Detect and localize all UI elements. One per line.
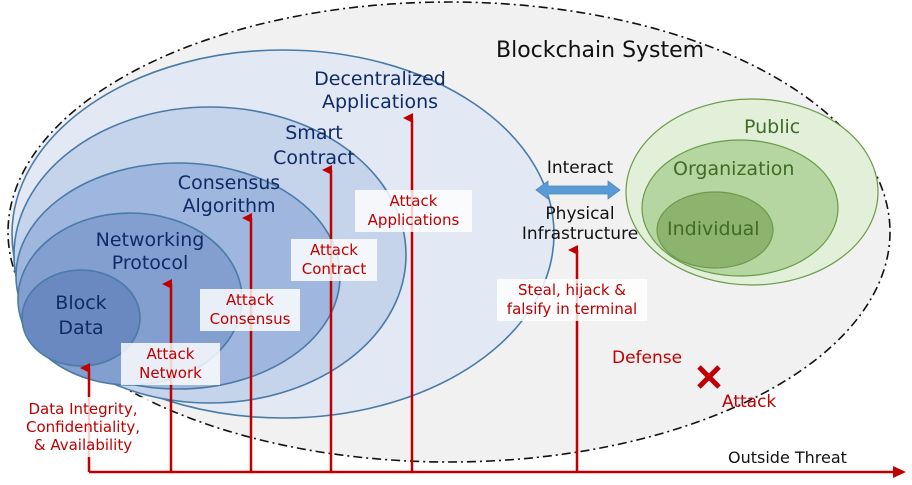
layer-label-line: Decentralized [314,68,446,90]
layer-label-line: Algorithm [182,194,276,217]
attack-label-line: Consensus [209,309,291,328]
layer-label-line: Consensus [177,172,281,194]
layer-label-block-data: Block Data [44,291,118,340]
layer-label-line: Contract [273,146,355,169]
attack-label-line: Attack [389,192,438,210]
layer-label-smart-contract: Smart Contract [264,121,364,170]
diagram-title: Blockchain System [496,38,705,63]
layer-label-line: Smart [285,122,343,144]
interact-double-arrow-icon [535,180,621,200]
layer-label-line: Block [55,292,107,314]
outside-threat-arrowhead-icon [893,466,906,478]
layer-label-consensus-algorithm: Consensus Algorithm [166,172,292,218]
attack-label: Attack [722,392,777,412]
layer-label-networking-protocol: Networking Protocol [84,229,216,275]
attack-label-line: Steal, hijack & [518,281,626,299]
infra-label-line: Physical [545,204,615,224]
people-label-organization: Organization [673,158,795,180]
layer-label-decentralized-applications: Decentralized Applications [306,68,454,114]
attack-label-line: Contract [301,259,367,278]
physical-infrastructure-label: Physical Infrastructure [510,204,650,245]
layer-label-line: Networking [95,229,205,251]
attack-box-terminal: Steal, hijack & falsify in terminal [497,279,647,321]
attack-label-line: Attack [146,345,195,363]
interact-label: Interact [546,158,614,178]
attack-label-line: & Availability [33,436,133,454]
people-label-public: Public [744,116,801,138]
attack-label-line: Confidentiality, [26,418,140,436]
infra-label-line: Infrastructure [521,224,639,245]
attack-box-consensus: Attack Consensus [200,289,300,331]
attack-label-line: Data Integrity, [28,400,138,418]
layer-label-line: Protocol [111,251,189,274]
attack-label-line: Attack [226,291,274,309]
defense-attack-cross-icon [697,365,721,389]
outside-threat-label: Outside Threat [728,448,847,467]
defense-label: Defense [612,348,683,368]
attack-box-contract: Attack Contract [291,239,377,281]
people-label-individual: Individual [667,218,760,240]
people-individual [656,191,774,269]
layer-label-line: Applications [321,90,439,113]
attack-label-line: Applications [367,210,460,229]
layer-label-line: Data [58,316,104,339]
attack-label-line: Attack [310,241,358,259]
attack-box-network: Attack Network [121,343,220,385]
attack-box-data-integrity: Data Integrity, Confidentiality, & Avail… [16,397,150,457]
attack-label-line: falsify in terminal [506,299,638,318]
attack-box-applications: Attack Applications [355,190,472,232]
attack-label-line: Network [139,363,202,382]
